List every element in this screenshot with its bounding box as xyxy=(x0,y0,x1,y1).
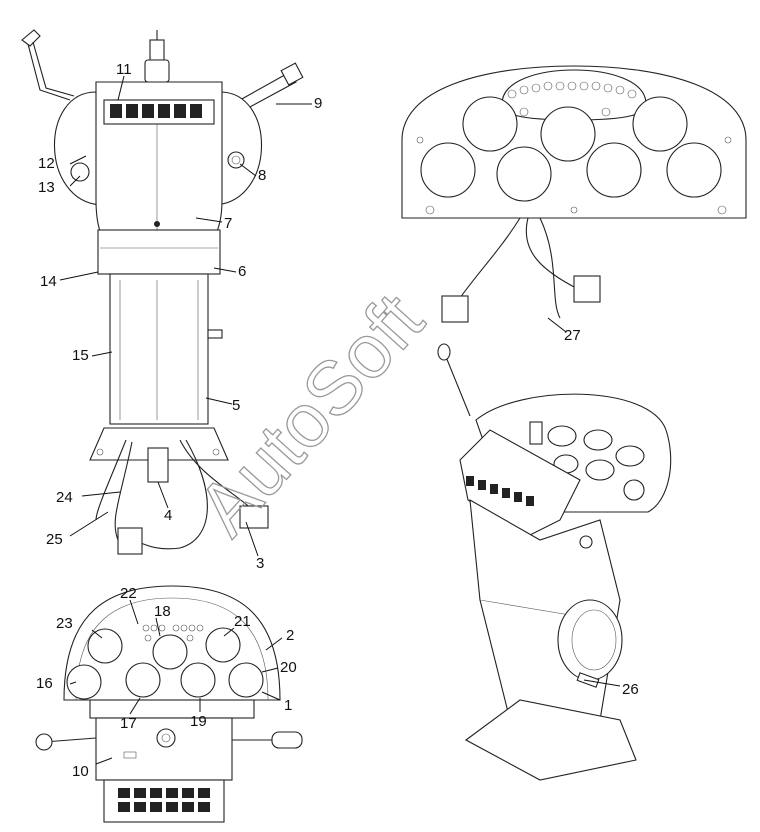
label-4: 4 xyxy=(164,507,172,524)
instrument-panel xyxy=(401,65,747,323)
label-12: 12 xyxy=(38,155,55,172)
label-23: 23 xyxy=(56,615,73,632)
indicator-lamps xyxy=(142,624,204,642)
label-25: 25 xyxy=(46,531,63,548)
label-14: 14 xyxy=(40,273,57,290)
label-18: 18 xyxy=(154,603,171,620)
bottom-keypad xyxy=(118,788,210,812)
label-13: 13 xyxy=(38,179,55,196)
label-15: 15 xyxy=(72,347,89,364)
label-11: 11 xyxy=(116,61,132,78)
keypad xyxy=(110,104,202,118)
label-9: 9 xyxy=(314,95,322,112)
panel-lamps xyxy=(507,81,637,117)
label-8: 8 xyxy=(258,167,266,184)
label-17: 17 xyxy=(120,715,137,732)
iso-gauges xyxy=(547,425,645,481)
label-26: 26 xyxy=(622,681,639,698)
label-2: 2 xyxy=(286,627,294,644)
label-6: 6 xyxy=(238,263,246,280)
part-labels: 11 9 12 13 8 7 14 6 15 5 24 4 25 3 27 22… xyxy=(36,61,639,780)
label-3: 3 xyxy=(256,555,264,572)
label-24: 24 xyxy=(56,489,73,506)
label-21: 21 xyxy=(234,613,251,630)
label-7: 7 xyxy=(224,215,232,232)
watermark: AutoSoft xyxy=(181,278,439,552)
label-22: 22 xyxy=(120,585,137,602)
label-27: 27 xyxy=(564,327,581,344)
leader-lines xyxy=(59,75,621,765)
label-19: 19 xyxy=(190,713,207,730)
front-view xyxy=(21,29,304,555)
label-1: 1 xyxy=(284,697,292,714)
label-5: 5 xyxy=(232,397,240,414)
label-10: 10 xyxy=(72,763,89,780)
iso-keypad xyxy=(466,476,534,506)
isometric-view xyxy=(437,343,672,781)
top-view xyxy=(35,585,303,823)
label-16: 16 xyxy=(36,675,53,692)
label-20: 20 xyxy=(280,659,297,676)
panel-gauges xyxy=(420,96,722,202)
